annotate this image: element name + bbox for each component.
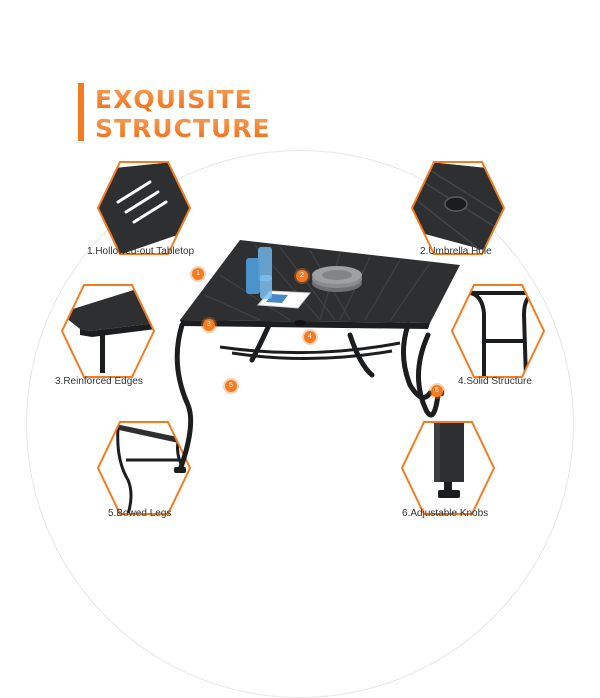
feature-marker-3: 3 — [203, 319, 215, 331]
feature-marker-1: 1 — [192, 268, 204, 280]
leg-front-left — [174, 322, 194, 473]
feature-marker-5: 5 — [225, 380, 237, 392]
drinking-glasses — [246, 247, 272, 299]
hex-adjustable-knobs — [400, 420, 496, 516]
title-layer: EXQUISITE STRUCTURE — [95, 85, 271, 143]
feature-marker-6: 6 — [431, 385, 443, 397]
feature-label-1: 1.Hollowed-out Tabletop — [87, 246, 195, 257]
hex-reinforced-edges — [60, 283, 156, 379]
title-line-1: EXQUISITE — [95, 85, 253, 114]
product-feature-graphic: EXQUISITE STRUCTURE 1.Hollowed-out Table… — [26, 83, 574, 698]
plates-stack — [312, 266, 362, 292]
umbrella-hole-icon — [444, 196, 468, 212]
title-accent-bar — [78, 83, 84, 141]
hex-solid-structure — [450, 283, 546, 379]
hex-umbrella-hole — [410, 160, 506, 256]
feature-label-3: 3.Reinforced Edges — [55, 376, 143, 387]
feature-label-6: 6.Adjustable Knobs — [402, 508, 489, 519]
tabletop-slots — [116, 180, 168, 224]
leg-front-right — [415, 332, 441, 418]
feature-marker-4: 4 — [304, 331, 316, 343]
hex-hollowed-tabletop — [96, 160, 192, 256]
title-line-2: STRUCTURE — [95, 114, 271, 143]
patio-table-image — [174, 240, 460, 473]
feature-marker-2: 2 — [296, 270, 308, 282]
knob-icon — [438, 490, 460, 498]
hex-bowed-legs — [96, 420, 192, 516]
feature-label-5: 5.Bowed Legs — [108, 508, 172, 519]
feature-label-2: 2.Umbrella Hole — [420, 246, 492, 257]
feature-label-4: 4.Solid Structure — [458, 376, 532, 387]
